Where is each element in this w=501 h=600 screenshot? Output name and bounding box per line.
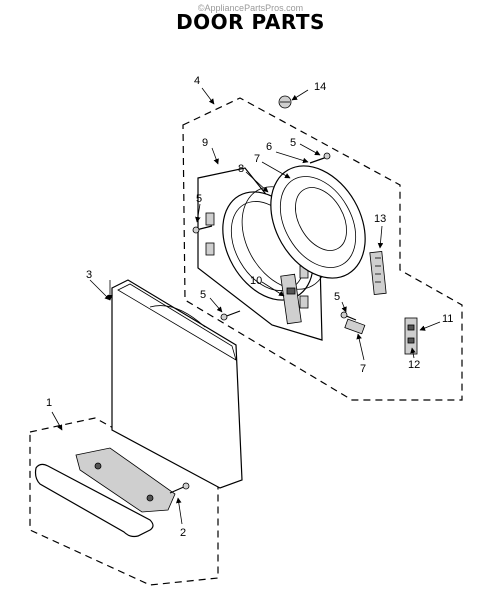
- screw-left: [192, 225, 213, 234]
- callout-4: 4: [194, 75, 200, 87]
- callout-5-left: 5: [196, 193, 202, 205]
- inner-door-group-outline: [182, 97, 463, 401]
- callout-5-upper: 5: [290, 137, 296, 149]
- callout-5-right: 5: [334, 291, 340, 303]
- handle-screw: [169, 482, 190, 494]
- door-strike: [369, 251, 387, 295]
- outer-door-panel: [111, 279, 243, 489]
- callout-2: 2: [180, 527, 186, 539]
- callout-11: 11: [442, 313, 453, 325]
- callout-14: 14: [314, 81, 326, 93]
- callout-10: 10: [250, 275, 262, 287]
- callout-3: 3: [86, 269, 92, 281]
- top-screw: [278, 95, 292, 109]
- callout-7-upper: 7: [254, 153, 260, 165]
- hinge-hardware: [404, 317, 418, 355]
- watermark: ©AppliancePartsPros.com: [197, 3, 304, 13]
- screw-right: [340, 311, 357, 321]
- callout-9: 9: [202, 137, 208, 149]
- callout-6: 6: [266, 141, 272, 153]
- door-glass: [270, 165, 366, 279]
- latch-clip: [344, 318, 366, 335]
- door-hinge: [280, 273, 302, 325]
- screw-bottom: [220, 310, 241, 321]
- callout-5-bottom: 5: [200, 289, 206, 301]
- callout-7-lower: 7: [360, 363, 366, 375]
- page-title: DOOR PARTS: [176, 10, 325, 34]
- callout-8: 8: [238, 163, 244, 175]
- handle-group-outline: [29, 417, 219, 586]
- callout-12: 12: [408, 359, 420, 371]
- leader-lines: [51, 87, 441, 525]
- callout-1: 1: [46, 397, 52, 409]
- callout-13: 13: [374, 213, 386, 225]
- handle-assembly: [34, 447, 176, 538]
- upper-screw: [309, 152, 331, 164]
